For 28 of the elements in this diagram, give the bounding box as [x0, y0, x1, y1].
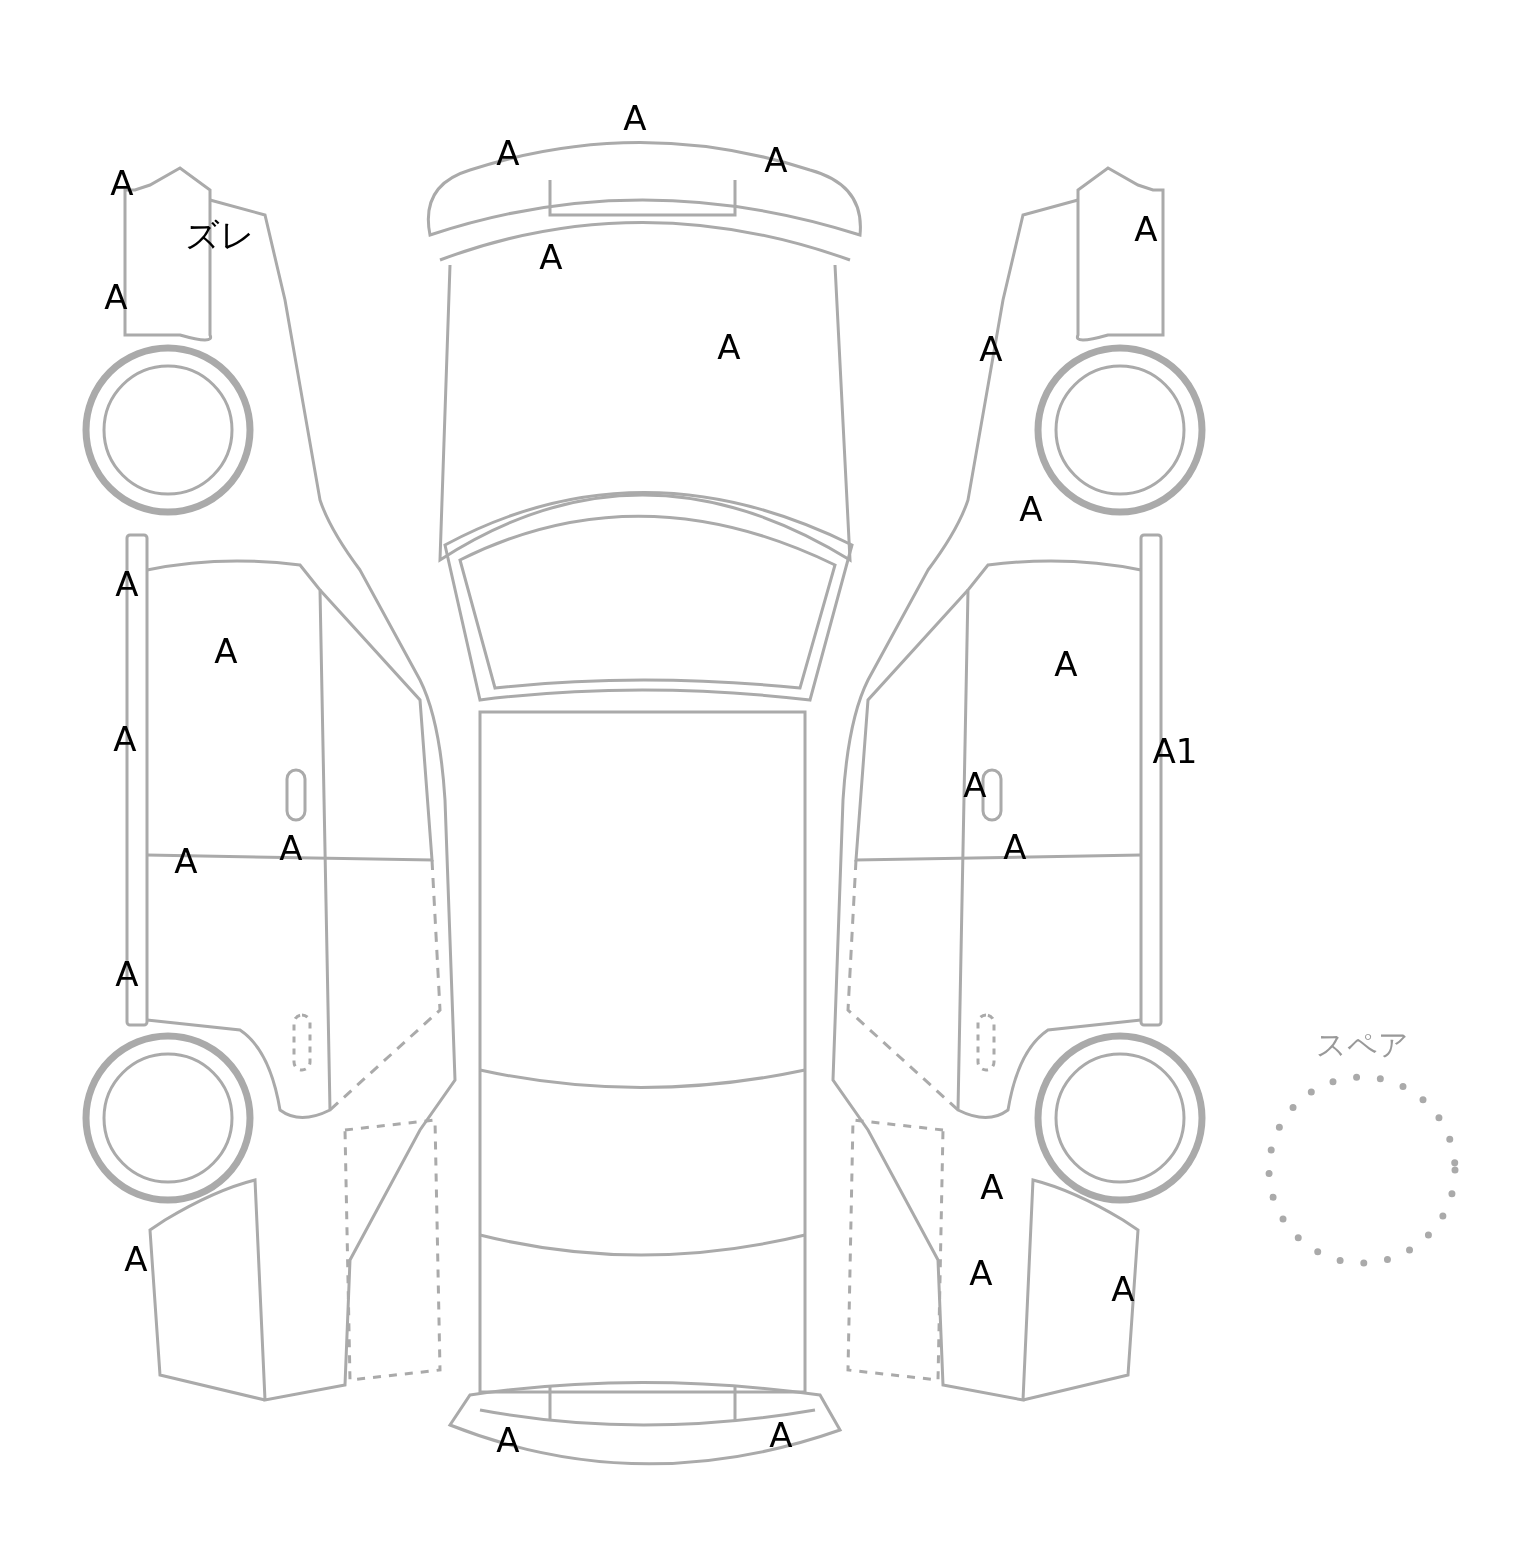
damage-code: A: [124, 1242, 148, 1276]
damage-code: A: [174, 844, 198, 878]
damage-code: A1: [1152, 734, 1198, 768]
damage-code: A: [979, 332, 1003, 366]
damage-code: A: [1134, 212, 1158, 246]
damage-code: A: [1054, 647, 1078, 681]
damage-code: A: [1019, 492, 1043, 526]
damage-code: A: [115, 567, 139, 601]
damage-code: A: [1111, 1272, 1135, 1306]
damage-code: A: [769, 1418, 793, 1452]
damage-code: A: [113, 722, 137, 756]
damage-code: A: [104, 280, 128, 314]
damage-code: A: [279, 831, 303, 865]
damage-code: A: [110, 166, 134, 200]
damage-code: A: [764, 143, 788, 177]
damage-code: A: [623, 101, 647, 135]
damage-code: A: [963, 768, 987, 802]
damage-code: A: [717, 330, 741, 364]
damage-code: A: [1003, 830, 1027, 864]
damage-code: A: [115, 957, 139, 991]
damage-note: ズレ: [185, 218, 255, 252]
damage-code: A: [214, 634, 238, 668]
damage-code: A: [969, 1256, 993, 1290]
spare-label: スペア: [1314, 1030, 1410, 1064]
damage-code: A: [980, 1170, 1004, 1204]
damage-code: A: [496, 1423, 520, 1457]
damage-code: A: [539, 240, 563, 274]
damage-code: A: [496, 136, 520, 170]
